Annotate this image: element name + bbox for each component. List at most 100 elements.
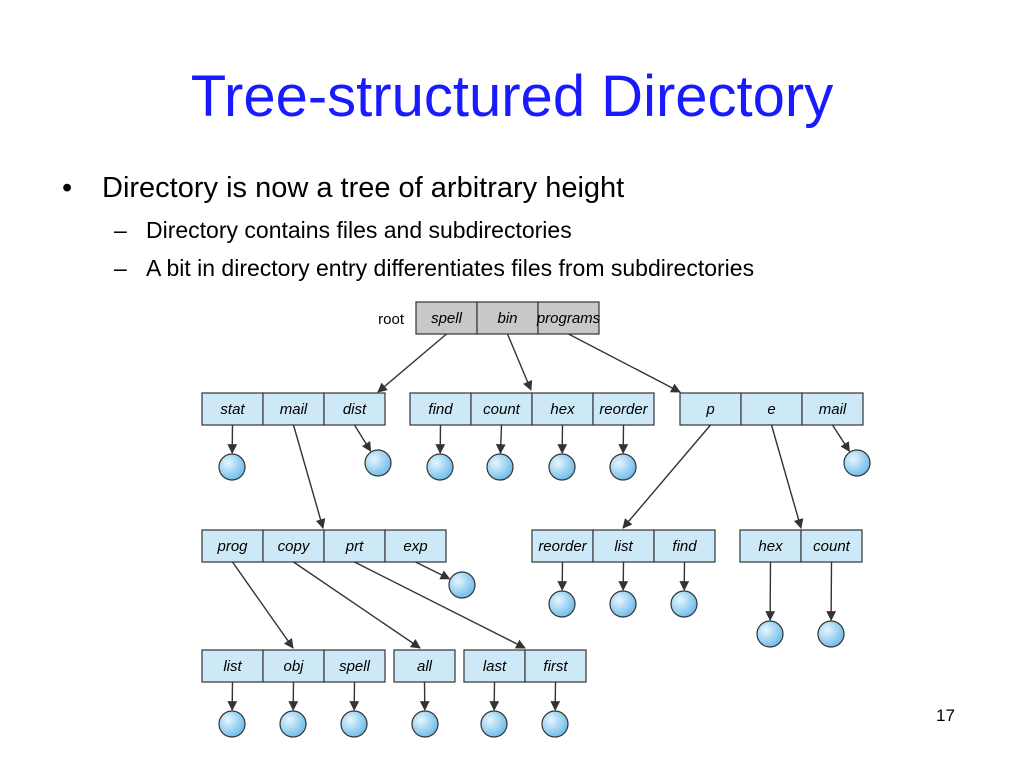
directory-entry-cell	[323, 649, 386, 683]
directory-entry-label: spell	[339, 658, 371, 675]
directory-entry-label: reorder	[599, 401, 648, 418]
directory-entry-label: mail	[280, 401, 308, 418]
directory-entry-label: dist	[343, 401, 367, 418]
directory-node-prog: list obj spell	[201, 649, 386, 683]
file-node	[609, 590, 637, 618]
sub-bullet-item: – A bit in directory entry differentiate…	[62, 252, 962, 284]
directory-node-p: reorder list find	[531, 529, 716, 563]
directory-entry-label: list	[223, 658, 242, 675]
directory-entry-cell	[800, 529, 863, 563]
sub-bullet-marker: –	[114, 255, 127, 281]
directory-node-copy: all	[393, 649, 456, 683]
sub-bullet-item: – Directory contains files and subdirect…	[62, 214, 962, 246]
file-node	[411, 710, 439, 738]
tree-edge-arrow	[353, 424, 372, 452]
directory-entry-cell	[592, 529, 655, 563]
directory-entry-label: all	[417, 658, 433, 675]
tree-edge-arrow	[292, 424, 326, 529]
directory-entry-cell	[415, 301, 478, 335]
directory-entry-label: copy	[278, 538, 311, 555]
directory-entry-cell	[801, 392, 864, 426]
file-node	[486, 453, 514, 481]
file-node	[817, 620, 845, 648]
directory-entry-cell	[393, 649, 456, 683]
directory-entry-cell	[653, 529, 716, 563]
directory-entry-cell	[201, 649, 264, 683]
directory-entry-cell	[463, 649, 526, 683]
file-node	[279, 710, 307, 738]
file-node	[364, 449, 392, 477]
root-label: root	[378, 311, 405, 328]
directory-node-spell: stat mail dist	[201, 392, 386, 426]
bullet-text: Directory is now a tree of arbitrary hei…	[102, 172, 625, 204]
directory-entry-cell	[592, 392, 655, 426]
file-node	[756, 620, 784, 648]
directory-entry-cell	[531, 529, 594, 563]
file-node	[670, 590, 698, 618]
directory-entry-cell	[679, 392, 742, 426]
sub-bullet-text: Directory contains files and subdirector…	[146, 217, 572, 243]
tree-edge-arrow	[568, 333, 681, 393]
directory-entry-cell	[740, 392, 803, 426]
file-node	[609, 453, 637, 481]
directory-entry-cell	[537, 301, 600, 335]
directory-entry-label: obj	[283, 658, 304, 675]
bullet-marker: •	[62, 172, 73, 204]
directory-entry-label: mail	[819, 401, 847, 418]
file-node	[843, 449, 871, 477]
directory-entry-cell	[201, 392, 264, 426]
directory-entry-cell	[262, 529, 325, 563]
bullet-list: • Directory is now a tree of arbitrary h…	[62, 168, 962, 284]
file-node	[548, 453, 576, 481]
directory-node-e: hex count	[739, 529, 863, 563]
directory-entry-cell	[323, 392, 386, 426]
directory-entry-label: spell	[431, 310, 463, 327]
directory-entry-label: last	[483, 658, 507, 675]
directory-entry-cell	[476, 301, 539, 335]
tree-edge-arrow	[231, 561, 294, 649]
tree-edge-arrow	[506, 333, 533, 391]
sub-bullet-marker: –	[114, 217, 127, 243]
directory-entry-label: count	[483, 401, 521, 418]
directory-node-bin: find count hex reorder	[409, 392, 655, 426]
file-node	[548, 590, 576, 618]
directory-entry-label: count	[813, 538, 851, 555]
tree-edge-arrow	[770, 424, 804, 529]
file-node	[218, 710, 246, 738]
file-node	[426, 453, 454, 481]
directory-entry-cell	[262, 649, 325, 683]
sub-bullet-text: A bit in directory entry differentiates …	[146, 255, 755, 281]
directory-entry-label: p	[705, 401, 714, 418]
directory-entry-label: programs	[536, 310, 601, 327]
bullet-item: • Directory is now a tree of arbitrary h…	[62, 168, 962, 208]
directory-entry-cell	[531, 392, 594, 426]
directory-entry-label: find	[428, 401, 453, 418]
file-node	[541, 710, 569, 738]
directory-entry-label: prt	[345, 538, 364, 555]
tree-edge-arrow	[622, 424, 712, 529]
directory-entry-label: list	[614, 538, 633, 555]
tree-edge-arrow	[354, 561, 526, 649]
slide-title: Tree-structured Directory	[190, 64, 834, 129]
tree-edge-arrow	[831, 424, 851, 453]
directory-entry-label: hex	[758, 538, 783, 555]
file-node	[448, 571, 476, 599]
directory-entry-label: stat	[220, 401, 245, 418]
directory-entry-label: reorder	[538, 538, 587, 555]
directory-entry-label: hex	[550, 401, 575, 418]
file-node	[218, 453, 246, 481]
tree-edge-arrow	[495, 424, 506, 454]
directory-entry-cell	[524, 649, 587, 683]
directory-entry-cell	[201, 529, 264, 563]
tree-edge-arrow	[293, 561, 421, 649]
directory-entry-cell	[384, 529, 447, 563]
file-node	[340, 710, 368, 738]
directory-entry-label: exp	[403, 538, 427, 555]
directory-entry-label: find	[672, 538, 697, 555]
tree-edge-arrow	[377, 333, 447, 393]
